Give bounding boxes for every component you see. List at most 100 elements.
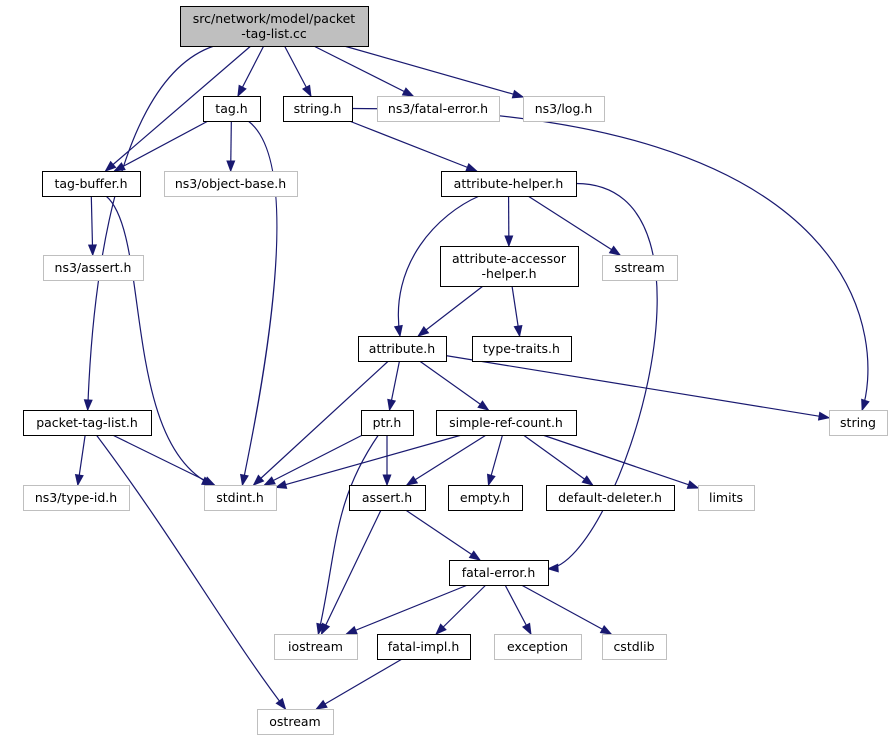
node-root[interactable]: src/network/model/packet-tag-list.cc <box>180 6 369 47</box>
edge-root-to-tag_buffer_h <box>105 45 252 172</box>
node-box <box>349 485 426 511</box>
arrowhead-fatal_error_h-to-fatal_impl_h <box>435 623 447 635</box>
node-label: iostream <box>288 639 343 654</box>
edge-simple_ref_count_h-to-default_deleter_h <box>522 434 594 486</box>
node-label: string <box>840 415 876 430</box>
arrowhead-root-to-packet_tag_list_h <box>83 399 93 412</box>
arrowhead-packet_tag_list_h-to-ns3_type_id_h <box>74 473 84 487</box>
node-label: sstream <box>614 260 664 275</box>
node-assert-h[interactable]: assert.h <box>349 485 426 511</box>
node-empty-h[interactable]: empty.h <box>448 485 523 511</box>
node-box <box>164 171 298 197</box>
edge-packet_tag_list_h-to-stdint_h <box>112 434 215 486</box>
node-box <box>441 171 577 197</box>
node-box <box>698 485 755 511</box>
node-box <box>449 560 549 586</box>
node-label: fatal-impl.h <box>388 639 460 654</box>
arrowhead-attribute_helper_h-to-attribute_accessor_helper_h <box>504 235 514 248</box>
arrowhead-root-to-string_h <box>302 84 312 98</box>
node-label: ns3/log.h <box>535 101 593 116</box>
node-label: src/network/model/packet <box>193 11 356 26</box>
arrowhead-attribute_helper_h-to-sstream <box>608 245 622 256</box>
node-layer: src/network/model/packet-tag-list.cc tag.… <box>23 6 888 735</box>
edge-fatal_error_h-to-fatal_impl_h <box>435 584 487 635</box>
arrowhead-attribute_accessor_helper_h-to-type_traits_h <box>513 324 523 338</box>
node-fatal-impl-h[interactable]: fatal-impl.h <box>377 634 471 660</box>
node-label: stdint.h <box>216 490 264 505</box>
arrowhead-string_h-to-attribute_helper_h <box>465 162 478 172</box>
node-label: tag-buffer.h <box>54 176 127 191</box>
node-box <box>257 709 334 735</box>
node-box <box>448 485 523 511</box>
arrowhead-attribute_h-to-string <box>817 411 831 421</box>
node-ns3-fatal-error-h: ns3/fatal-error.h <box>377 96 500 122</box>
arrowhead-attribute_helper_h-to-fatal_error_h <box>546 563 559 573</box>
edge-assert_h-to-fatal_error_h <box>405 509 481 561</box>
node-box <box>23 410 152 436</box>
edge-attribute_h-to-string <box>445 355 830 419</box>
edge-attribute_h-to-simple_ref_count_h <box>419 360 489 411</box>
node-attribute-accessor-helper-h[interactable]: attribute-accessor-helper.h <box>440 246 579 287</box>
node-label: -tag-list.cc <box>241 26 307 41</box>
node-ns3-assert-h: ns3/assert.h <box>43 255 144 281</box>
node-string-h[interactable]: string.h <box>283 96 353 122</box>
node-box <box>377 634 471 660</box>
edge-ptr_h-to-stdint_h <box>264 434 363 486</box>
node-exception: exception <box>494 634 582 660</box>
node-box <box>602 634 667 660</box>
edge-simple_ref_count_h-to-stdint_h <box>275 434 462 488</box>
node-label: attribute.h <box>369 341 435 356</box>
node-label: ptr.h <box>373 415 402 430</box>
edge-simple_ref_count_h-to-limits <box>542 434 699 489</box>
node-box <box>494 634 582 660</box>
node-box <box>180 6 369 47</box>
node-label: attribute-accessor <box>452 251 567 266</box>
node-type-traits-h[interactable]: type-traits.h <box>472 336 572 362</box>
edge-root-to-ns3_fatal_error_h <box>313 45 414 97</box>
arrowhead-simple_ref_count_h-to-stdint_h <box>274 480 288 489</box>
node-box <box>42 171 141 197</box>
node-ptr-h[interactable]: ptr.h <box>361 410 414 436</box>
node-label: type-traits.h <box>483 341 560 356</box>
node-box <box>829 410 888 436</box>
edge-layer <box>74 45 870 711</box>
node-label: ns3/fatal-error.h <box>388 101 488 116</box>
node-default-deleter-h[interactable]: default-deleter.h <box>546 485 675 511</box>
node-box <box>283 96 353 122</box>
node-label: simple-ref-count.h <box>449 415 563 430</box>
node-label: tag.h <box>215 101 247 116</box>
edge-string_h-to-string <box>351 107 869 411</box>
node-packet-tag-list-h[interactable]: packet-tag-list.h <box>23 410 152 436</box>
node-box <box>436 410 577 436</box>
node-box <box>602 255 678 281</box>
arrowhead-simple_ref_count_h-to-limits <box>686 480 700 489</box>
arrowhead-root-to-ns3_log_h <box>511 89 525 99</box>
arrowhead-fatal_impl_h-to-ostream <box>315 699 328 710</box>
arrowhead-assert_h-to-fatal_error_h <box>468 550 482 561</box>
node-label: ns3/assert.h <box>55 260 132 275</box>
edge-attribute_helper_h-to-attribute_h <box>397 195 480 337</box>
arrowhead-tag_h-to-tag_buffer_h <box>113 162 126 172</box>
node-tag-buffer-h[interactable]: tag-buffer.h <box>42 171 141 197</box>
edge-fatal_error_h-to-cstdlib <box>521 584 612 635</box>
node-tag-h[interactable]: tag.h <box>203 96 261 122</box>
node-label: fatal-error.h <box>462 565 536 580</box>
arrowhead-ptr_h-to-stdint_h <box>263 476 276 486</box>
node-label: ns3/type-id.h <box>35 490 117 505</box>
arrowhead-string_h-to-string <box>861 398 870 412</box>
node-box <box>43 255 144 281</box>
arrowhead-attribute_accessor_helper_h-to-attribute_h <box>417 326 430 337</box>
node-attribute-h[interactable]: attribute.h <box>358 336 447 362</box>
node-fatal-error-h[interactable]: fatal-error.h <box>449 560 549 586</box>
arrowhead-attribute_h-to-stdint_h <box>252 474 265 486</box>
arrowhead-attribute_h-to-ptr_h <box>387 398 397 412</box>
node-attribute-helper-h[interactable]: attribute-helper.h <box>441 171 577 197</box>
arrowhead-tag_buffer_h-to-ns3_assert_h <box>87 244 97 257</box>
node-box <box>546 485 675 511</box>
node-box <box>377 96 500 122</box>
node-label: packet-tag-list.h <box>36 415 138 430</box>
arrowhead-packet_tag_list_h-to-stdint_h <box>203 476 216 486</box>
node-simple-ref-count-h[interactable]: simple-ref-count.h <box>436 410 577 436</box>
edge-fatal_error_h-to-iostream <box>346 584 468 635</box>
